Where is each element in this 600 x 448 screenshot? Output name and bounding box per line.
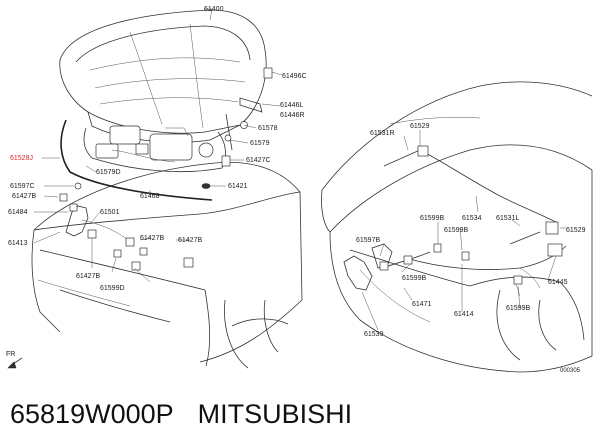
label-61427b-a: 61427B	[12, 193, 36, 200]
label-61531r: 61531R	[370, 130, 395, 137]
label-61427b-d: 61427B	[76, 273, 100, 280]
label-61413: 61413	[8, 240, 28, 247]
engine-bay	[83, 125, 226, 173]
label-61528j: 61528J	[10, 155, 33, 162]
left-car-body	[31, 162, 303, 369]
label-61539: 61539	[364, 331, 384, 338]
label-61445: 61445	[548, 279, 568, 286]
front-direction-arrow	[7, 357, 23, 369]
label-61529-a: 61529	[410, 123, 430, 130]
label-61446r: 61446R	[280, 112, 305, 119]
label-61579: 61579	[250, 140, 270, 147]
label-61529-b: 61529	[566, 227, 586, 234]
right-leaders	[361, 130, 566, 331]
brand-name: MITSUBISHI	[197, 399, 353, 429]
label-61400: 61400	[204, 6, 224, 13]
parts-diagram: 61400 61496C 61446L 61446R 61578 61579 6…	[6, 6, 593, 374]
label-fr: FR	[6, 351, 15, 358]
label-61599b-d: 61599B	[506, 305, 530, 312]
hood-seal-strip	[60, 119, 213, 201]
label-61597b: 61597B	[356, 237, 380, 244]
label-61501: 61501	[100, 209, 120, 216]
label-61484: 61484	[8, 209, 28, 216]
label-61427c: 61427C	[246, 157, 271, 164]
label-61597c: 61597C	[10, 183, 35, 190]
left-leaders	[33, 8, 283, 283]
hood-latch-right	[343, 145, 563, 291]
label-61421: 61421	[228, 183, 248, 190]
label-61496c: 61496C	[282, 73, 307, 80]
part-number: 65819W000P	[10, 399, 174, 429]
label-ref: 000305	[560, 368, 581, 374]
label-61579d: 61579D	[96, 169, 121, 176]
caption: 65819W000P MITSUBISHI	[10, 394, 352, 434]
label-61468: 61468	[140, 193, 160, 200]
label-61446l: 61446L	[280, 102, 303, 109]
label-61414: 61414	[454, 311, 474, 318]
label-61578: 61578	[258, 125, 278, 132]
hood-panel	[59, 9, 267, 143]
label-61599d: 61599D	[100, 285, 125, 292]
label-61531l: 61531L	[496, 215, 519, 222]
label-61534: 61534	[462, 215, 482, 222]
label-61427b-b: 61427B	[140, 235, 164, 242]
hood-latch-assembly	[59, 182, 194, 271]
hood-support-rod	[201, 67, 273, 189]
label-61427b-c: 61427B	[178, 237, 202, 244]
label-61599b-a: 61599B	[420, 215, 444, 222]
label-61599b-c: 61599B	[402, 275, 426, 282]
label-61471: 61471	[412, 301, 432, 308]
label-61599b-b: 61599B	[444, 227, 468, 234]
